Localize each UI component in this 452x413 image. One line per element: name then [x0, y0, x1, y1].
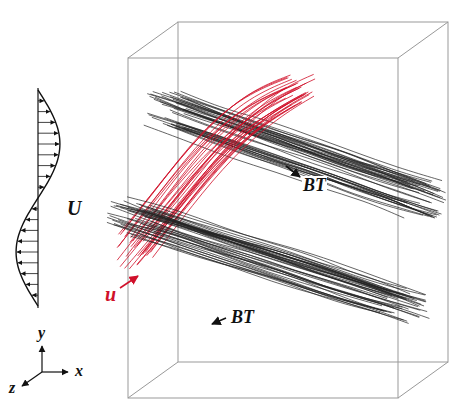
field-line	[147, 210, 425, 300]
field-line	[114, 223, 385, 311]
profile-arrow	[38, 133, 58, 134]
velocity-label: u	[104, 284, 117, 304]
field-line	[141, 214, 421, 304]
axis-label: y	[37, 325, 46, 341]
axis-label: x	[74, 363, 84, 379]
profile-arrow	[26, 284, 38, 285]
profile-arrow	[38, 165, 55, 166]
velocity-line	[137, 102, 302, 265]
profile-arrow	[38, 122, 55, 123]
field-line	[121, 224, 395, 313]
field-line	[127, 197, 407, 289]
field-line	[170, 97, 429, 186]
field-line	[170, 110, 430, 202]
velocity-line	[123, 75, 290, 231]
profile-arrow	[38, 144, 59, 145]
profile-arrow	[32, 208, 38, 209]
profile-arrow	[38, 187, 44, 188]
field-line	[174, 108, 434, 195]
field-line	[116, 205, 392, 294]
field-line	[152, 211, 425, 295]
profile-arrow	[18, 241, 38, 242]
field-line	[107, 217, 384, 311]
field-line	[147, 94, 408, 183]
field-label: BT	[230, 308, 255, 326]
profile-arrow	[18, 262, 38, 263]
field-label: BT	[302, 176, 327, 194]
field-line	[107, 213, 387, 299]
velocity-profile	[16, 88, 60, 308]
field-line	[111, 206, 388, 297]
axis-triad	[22, 346, 68, 386]
field-line	[127, 219, 402, 308]
field-line	[142, 210, 417, 301]
field-line	[182, 97, 441, 188]
field-line	[147, 113, 407, 202]
leader-arrow	[120, 166, 300, 324]
profile-arrow	[17, 252, 38, 253]
field-line	[144, 227, 419, 317]
profile-arrow	[38, 111, 50, 112]
field-line	[151, 221, 421, 310]
field-line	[145, 217, 425, 306]
field-line	[127, 233, 404, 320]
field-line	[147, 212, 420, 306]
field-line	[131, 234, 408, 321]
profile-arrow	[38, 100, 44, 101]
field-line	[176, 103, 435, 194]
velocity-line	[152, 74, 314, 230]
profile-arrow	[38, 176, 50, 177]
profile-arrow	[32, 295, 38, 296]
field-line	[141, 223, 420, 316]
field-line	[114, 206, 392, 296]
profile-arrow	[21, 230, 38, 231]
field-line	[128, 224, 403, 309]
profile-arrow	[38, 154, 58, 155]
domain-box	[128, 22, 448, 398]
field-line	[173, 99, 430, 186]
axis-label: z	[8, 380, 16, 396]
profile-arrow	[21, 273, 38, 274]
field-line	[149, 96, 412, 188]
profile-label: U	[66, 198, 82, 218]
profile-arrow	[26, 219, 38, 220]
